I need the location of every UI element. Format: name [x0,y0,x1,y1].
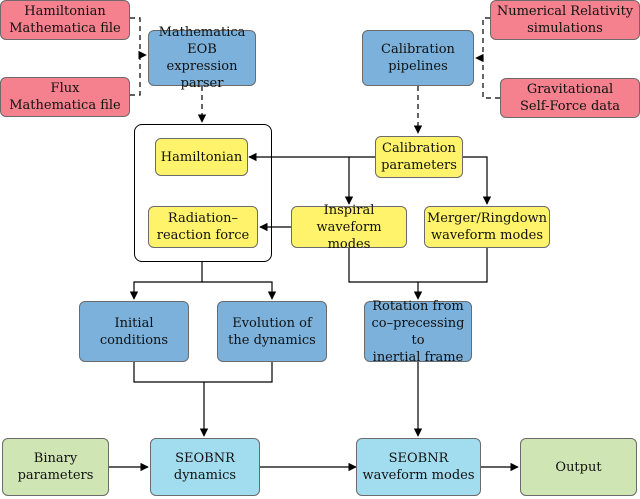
arrow-parameters-to-merger [463,156,492,205]
hamiltonian-node: Hamiltonian [155,138,248,176]
gravitational-self-force-node: Gravitational Self-Force data [500,78,640,118]
eob-expression-parser-node: Mathematica EOB expression parser [148,25,256,91]
dashed-connector-gsf [482,58,500,99]
arrow-eob-to-initial [129,262,203,300]
calibration-parameters-node: Calibration parameters [375,136,463,178]
dashed-connector-flux-file [130,55,141,96]
inspiral-waveform-modes-node: Inspiral waveform modes [291,203,407,252]
initial-conditions-node: Initial conditions [79,301,189,362]
seobnr-dynamics-node: SEOBNR dynamics [150,438,260,496]
output-node: Output [520,438,637,496]
seobnr-waveform-modes-node: SEOBNR waveform modes [356,438,481,496]
arrow-eob-to-evolution [202,281,277,300]
flux-mathematica-file-node: Flux Mathematica file [0,77,130,117]
radiation-reaction-force-node: Radiation– reaction force [148,206,258,248]
evolution-of-dynamics-node: Evolution of the dynamics [217,301,327,362]
connector-dynamics-merge [133,362,273,383]
dashed-connector-nr [482,17,490,58]
binary-parameters-node: Binary parameters [2,438,109,496]
hamiltonian-mathematica-file-node: Hamiltonian Mathematica file [0,0,130,40]
connector-modes-merge [348,248,488,283]
calibration-pipelines-node: Calibration pipelines [362,30,474,86]
rotation-frame-node: Rotation from co–precessing to inertial … [364,299,472,365]
dashed-connector-hamiltonian-file [130,17,141,55]
numerical-relativity-node: Numerical Relativity simulations [490,0,640,40]
merger-ringdown-modes-node: Merger/Ringdown waveform modes [424,206,550,248]
eob-model-group [134,124,272,262]
